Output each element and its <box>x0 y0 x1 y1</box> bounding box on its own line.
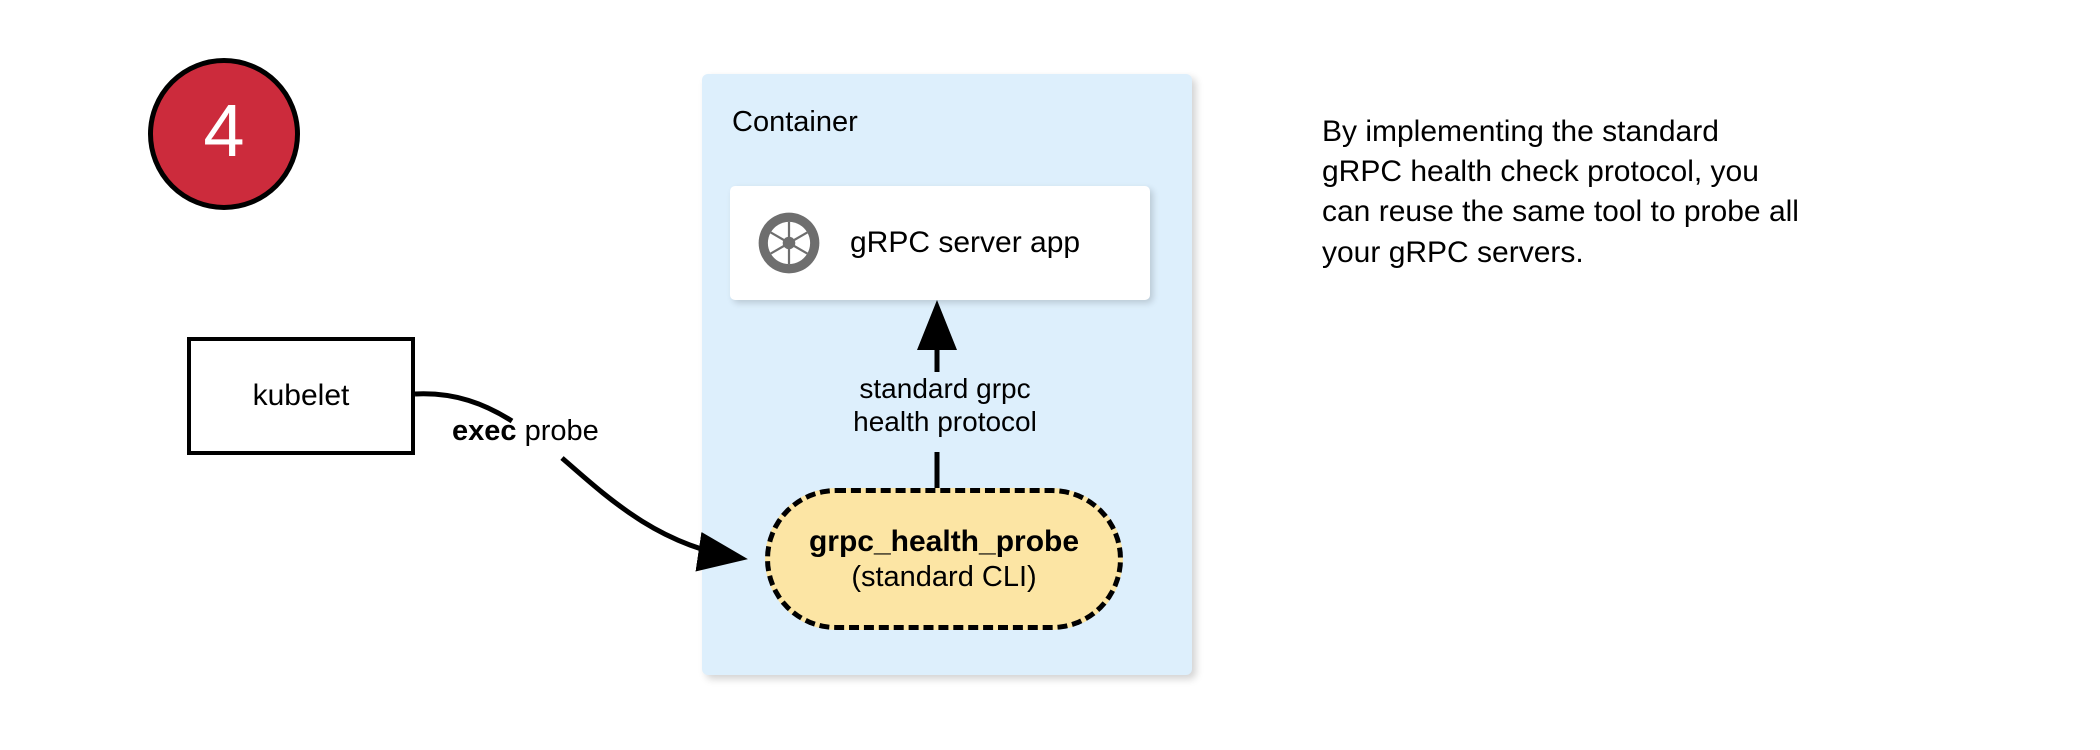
exec-probe-edge-label: exec probe <box>452 415 599 448</box>
annotation-text: By implementing the standard gRPC health… <box>1322 112 1902 273</box>
grpc-aperture-icon <box>758 212 820 274</box>
grpc-health-probe-node: grpc_health_probe (standard CLI) <box>765 488 1123 630</box>
step-number-label: 4 <box>203 89 245 172</box>
grpc-health-probe-title: grpc_health_probe <box>808 525 1080 559</box>
kubelet-node: kubelet <box>187 337 415 455</box>
protocol-edge-label: standard grpc health protocol <box>820 372 1070 438</box>
annotation-line-2: gRPC health check protocol, you <box>1322 155 1759 189</box>
protocol-edge-label-line1: standard grpc <box>859 373 1031 404</box>
step-number-badge: 4 <box>148 58 300 210</box>
exec-probe-edge-label-rest: probe <box>516 415 599 447</box>
container-title: Container <box>732 106 858 138</box>
annotation-line-1: By implementing the standard <box>1322 115 1719 148</box>
grpc-health-probe-subtitle: (standard CLI) <box>851 560 1037 593</box>
protocol-edge-label-line2: health protocol <box>853 406 1037 438</box>
grpc-server-app-card: gRPC server app <box>730 186 1150 300</box>
grpc-server-app-label: gRPC server app <box>850 226 1081 259</box>
annotation-line-4: your gRPC servers. <box>1322 235 1584 269</box>
annotation-line-3: can reuse the same tool to probe all <box>1322 195 1799 229</box>
exec-probe-edge-label-bold: exec <box>452 415 517 447</box>
kubelet-label: kubelet <box>252 379 350 412</box>
